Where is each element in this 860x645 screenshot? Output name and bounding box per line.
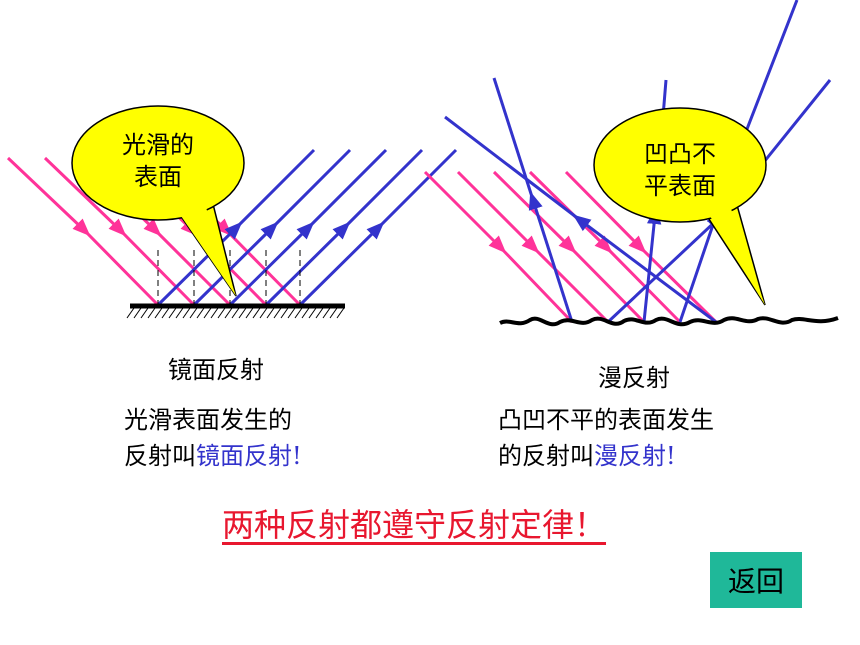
hatch-mark <box>301 307 310 319</box>
hatch-mark <box>322 307 331 319</box>
back-button[interactable]: 返回 <box>710 552 802 608</box>
hatch-mark <box>224 307 233 319</box>
specular-desc-prefix: 反射叫 <box>124 442 196 470</box>
hatch-mark <box>266 307 275 319</box>
hatch-mark <box>238 307 247 319</box>
diffuse-desc-line1: 凸凹不平的表面发生 <box>498 406 714 434</box>
hatch-mark <box>133 307 142 319</box>
hatch-mark <box>287 307 296 319</box>
diffuse-desc-line2: 的反射叫漫反射! <box>498 436 676 471</box>
diffuse-desc-prefix: 的反射叫 <box>498 442 594 470</box>
hatch-mark <box>329 307 338 319</box>
specular-suffix: ! <box>292 442 302 470</box>
rough-surface-callout <box>593 107 767 306</box>
diffuse-suffix: ! <box>666 442 676 470</box>
hatch-mark <box>189 307 198 319</box>
hatch-mark <box>196 307 205 319</box>
hatch-mark <box>175 307 184 319</box>
hatch-mark <box>259 307 268 319</box>
hatch-mark <box>147 307 156 319</box>
smooth-mirror-surface <box>126 303 345 319</box>
specular-term: 镜面反射 <box>196 442 292 470</box>
hatch-mark <box>245 307 254 319</box>
hatch-mark <box>273 307 282 319</box>
normal-lines <box>157 250 301 305</box>
hatch-mark <box>294 307 303 319</box>
hatch-mark <box>154 307 163 319</box>
hatch-mark <box>126 307 135 319</box>
hatch-mark <box>231 307 240 319</box>
hatch-mark <box>140 307 149 319</box>
right-bubble-text: 凹凸不 平表面 <box>620 138 740 202</box>
hatch-mark <box>280 307 289 319</box>
left-bubble-text: 光滑的 表面 <box>98 129 218 193</box>
hatch-mark <box>252 307 261 319</box>
hatch-mark <box>217 307 226 319</box>
hatch-mark <box>336 307 345 319</box>
specular-caption: 镜面反射 <box>168 356 264 384</box>
diffuse-term: 漫反射 <box>594 442 666 470</box>
left-bubble-line2: 表面 <box>134 163 182 191</box>
hatch-mark <box>315 307 324 319</box>
left-bubble-line1: 光滑的 <box>122 131 194 159</box>
hatch-mark <box>203 307 212 319</box>
reflection-law-link[interactable]: 两种反射都遵守反射定律！ <box>222 506 607 544</box>
right-bubble-line1: 凹凸不 <box>644 140 716 168</box>
hatch-mark <box>161 307 170 319</box>
hatch-mark <box>210 307 219 319</box>
specular-desc-line2: 反射叫镜面反射! <box>124 436 302 471</box>
hatch-mark <box>308 307 317 319</box>
rough-surface <box>499 316 839 327</box>
hatch-mark <box>168 307 177 319</box>
right-bubble-line2: 平表面 <box>644 172 716 200</box>
diffuse-incident-rays <box>423 170 718 324</box>
smooth-surface-callout <box>71 105 245 297</box>
hatch-mark <box>182 307 191 319</box>
specular-desc-line1: 光滑表面发生的 <box>124 406 292 434</box>
diffuse-caption: 漫反射 <box>598 364 670 392</box>
